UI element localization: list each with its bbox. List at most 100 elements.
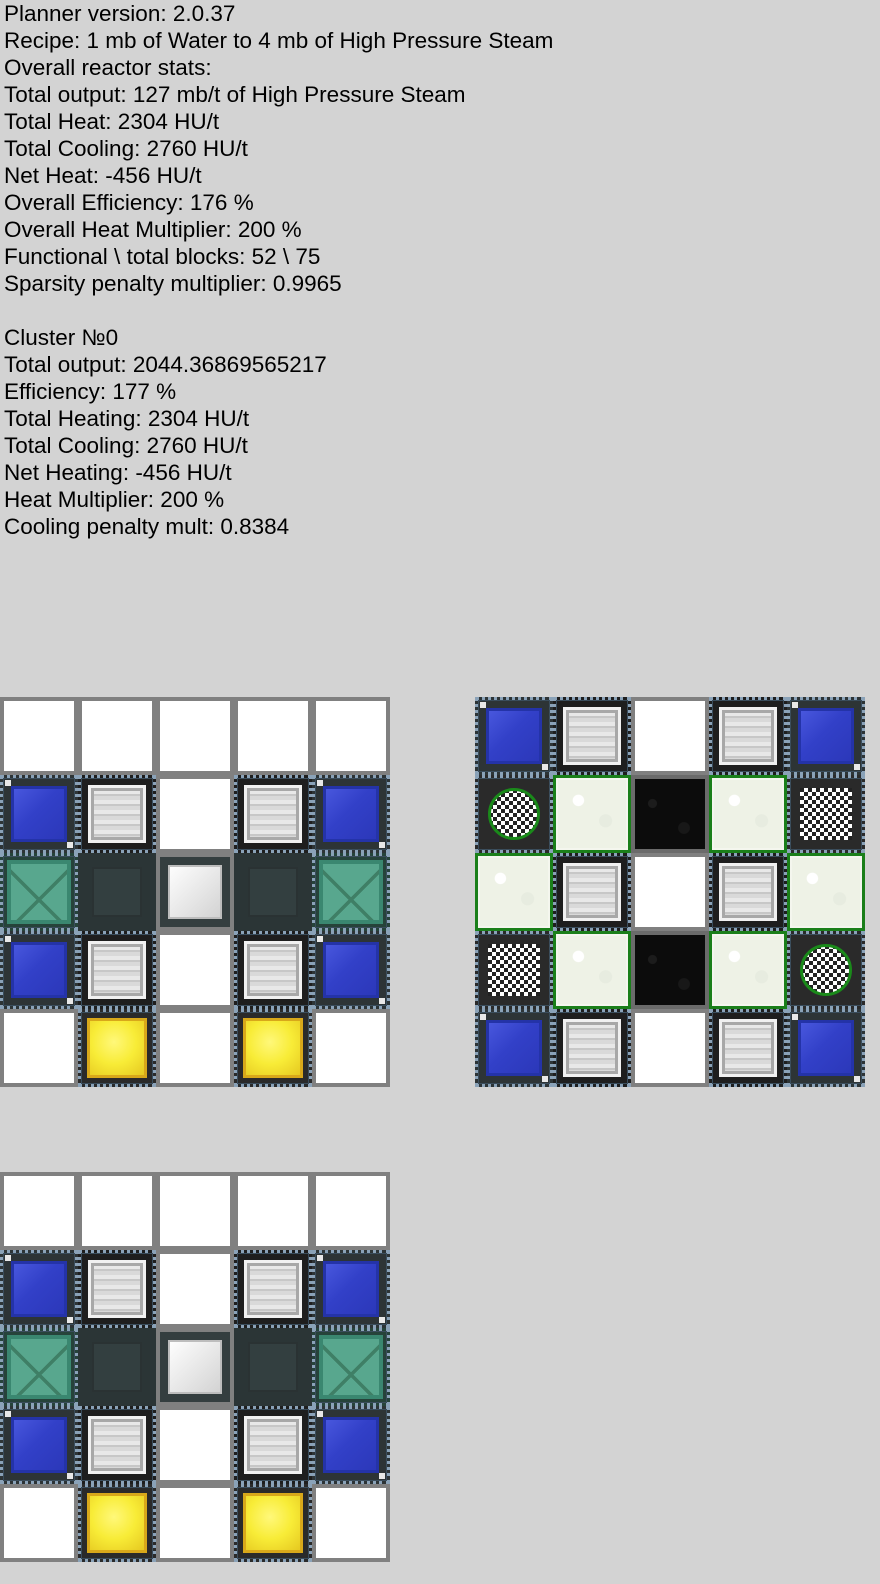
gold-block[interactable] — [78, 1484, 156, 1562]
water-block[interactable] — [787, 1009, 865, 1087]
spacer — [4, 297, 553, 324]
heat-plate-block[interactable] — [787, 853, 865, 931]
block-texture — [792, 858, 860, 926]
water-block[interactable] — [787, 697, 865, 775]
water-block[interactable] — [0, 1406, 78, 1484]
casing-block[interactable] — [553, 1009, 631, 1087]
water-block[interactable] — [312, 775, 390, 853]
empty-slot[interactable] — [156, 697, 234, 775]
cluster-stat-line: Efficiency: 177 % — [4, 379, 177, 404]
casing-block[interactable] — [709, 853, 787, 931]
block-texture — [247, 1419, 299, 1471]
empty-slot[interactable] — [312, 697, 390, 775]
casing-block[interactable] — [553, 853, 631, 931]
casing-block[interactable] — [234, 775, 312, 853]
casing-block[interactable] — [78, 775, 156, 853]
overall-stat-line: Total output: 127 mb/t of High Pressure … — [4, 82, 466, 107]
block-texture — [486, 1020, 542, 1076]
water-block[interactable] — [312, 1406, 390, 1484]
emerald-block[interactable] — [0, 1328, 78, 1406]
cluster-stat-line: Net Heating: -456 HU/t — [4, 460, 232, 485]
empty-slot[interactable] — [234, 697, 312, 775]
casing-block[interactable] — [78, 1250, 156, 1328]
void-block[interactable] — [631, 775, 709, 853]
heat-plate-block[interactable] — [709, 775, 787, 853]
empty-slot[interactable] — [0, 1484, 78, 1562]
checker-block[interactable] — [787, 775, 865, 853]
empty-slot[interactable] — [156, 931, 234, 1009]
emerald-block[interactable] — [0, 853, 78, 931]
casing-block[interactable] — [78, 1406, 156, 1484]
empty-slot[interactable] — [312, 1009, 390, 1087]
heat-plate-block[interactable] — [709, 931, 787, 1009]
block-texture — [243, 1493, 303, 1553]
block-texture — [722, 866, 774, 918]
overall-stat-line: Overall Heat Multiplier: 200 % — [4, 217, 302, 242]
void-block[interactable] — [631, 931, 709, 1009]
water-block[interactable] — [312, 1250, 390, 1328]
empty-slot[interactable] — [0, 1009, 78, 1087]
empty-slot[interactable] — [631, 697, 709, 775]
moderator-block[interactable] — [234, 853, 312, 931]
moderator-block[interactable] — [234, 1328, 312, 1406]
block-texture — [558, 936, 626, 1004]
empty-slot[interactable] — [78, 697, 156, 775]
empty-slot[interactable] — [312, 1172, 390, 1250]
quartz-block[interactable] — [156, 1328, 234, 1406]
gold-block[interactable] — [234, 1484, 312, 1562]
emerald-block[interactable] — [312, 1328, 390, 1406]
empty-slot[interactable] — [156, 1172, 234, 1250]
casing-block[interactable] — [234, 1250, 312, 1328]
block-texture — [248, 867, 298, 917]
moderator-block[interactable] — [78, 1328, 156, 1406]
water-block[interactable] — [0, 931, 78, 1009]
empty-slot[interactable] — [0, 697, 78, 775]
casing-block[interactable] — [234, 1406, 312, 1484]
empty-slot[interactable] — [631, 1009, 709, 1087]
quartz-block[interactable] — [156, 853, 234, 931]
heat-plate-block[interactable] — [475, 853, 553, 931]
block-texture — [566, 866, 618, 918]
water-block[interactable] — [312, 931, 390, 1009]
block-texture — [323, 1261, 379, 1317]
overall-stat-line: Overall reactor stats: — [4, 55, 212, 80]
water-block[interactable] — [475, 697, 553, 775]
empty-slot[interactable] — [312, 1484, 390, 1562]
overall-stat-line: Sparsity penalty multiplier: 0.9965 — [4, 271, 342, 296]
empty-slot[interactable] — [234, 1172, 312, 1250]
water-block[interactable] — [475, 1009, 553, 1087]
water-block[interactable] — [0, 775, 78, 853]
gold-block[interactable] — [78, 1009, 156, 1087]
empty-slot[interactable] — [156, 1484, 234, 1562]
block-texture — [11, 1261, 67, 1317]
heat-plate-block[interactable] — [553, 931, 631, 1009]
block-texture — [91, 1419, 143, 1471]
casing-block[interactable] — [709, 697, 787, 775]
moderator-block[interactable] — [78, 853, 156, 931]
empty-slot[interactable] — [156, 1009, 234, 1087]
empty-slot[interactable] — [78, 1172, 156, 1250]
block-texture — [7, 860, 71, 924]
water-block[interactable] — [0, 1250, 78, 1328]
casing-block[interactable] — [234, 931, 312, 1009]
empty-slot[interactable] — [156, 775, 234, 853]
emerald-block[interactable] — [312, 853, 390, 931]
checker-block-active[interactable] — [787, 931, 865, 1009]
casing-block[interactable] — [553, 697, 631, 775]
cluster-stat-line: Heat Multiplier: 200 % — [4, 487, 225, 512]
checker-block[interactable] — [475, 931, 553, 1009]
gold-block[interactable] — [234, 1009, 312, 1087]
block-texture — [635, 779, 705, 849]
checker-block-active[interactable] — [475, 775, 553, 853]
reactor-layer-3-grid — [0, 1172, 390, 1562]
block-texture — [722, 1022, 774, 1074]
casing-block[interactable] — [709, 1009, 787, 1087]
empty-slot[interactable] — [156, 1406, 234, 1484]
empty-slot[interactable] — [0, 1172, 78, 1250]
casing-block[interactable] — [78, 931, 156, 1009]
empty-slot[interactable] — [156, 1250, 234, 1328]
heat-plate-block[interactable] — [553, 775, 631, 853]
empty-slot[interactable] — [631, 853, 709, 931]
overall-stat-line: Recipe: 1 mb of Water to 4 mb of High Pr… — [4, 28, 554, 53]
